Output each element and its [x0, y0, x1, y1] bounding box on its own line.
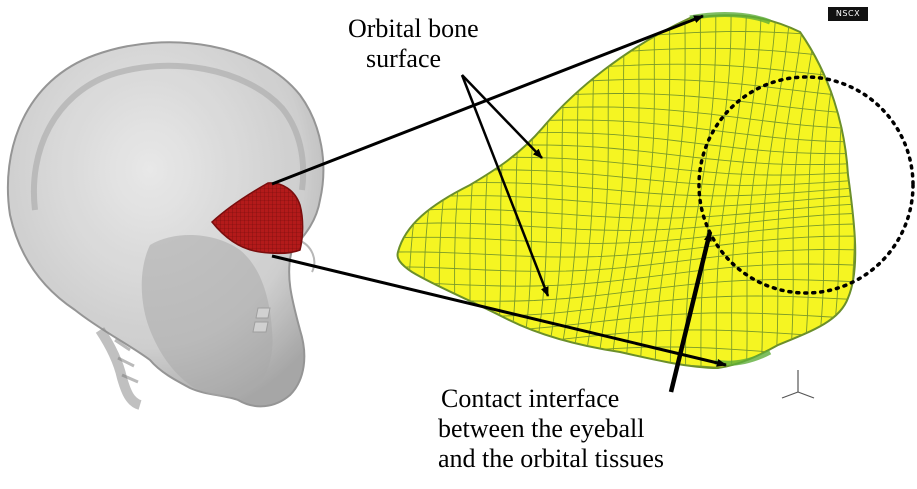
- orbital-bone-label: Orbital bone surface: [348, 14, 479, 74]
- skull-illustration: [8, 42, 323, 406]
- contact-interface-label: Contact interface between the eyeball an…: [438, 384, 664, 474]
- orbital-label-line-2: surface: [348, 44, 479, 74]
- contact-label-line-3: and the orbital tissues: [438, 444, 664, 474]
- axis-triad-icon: [782, 370, 814, 398]
- orbital-label-line-1: Orbital bone: [348, 14, 479, 44]
- orbital-arrow-upper: [462, 75, 542, 158]
- logo: NSCX: [828, 7, 868, 21]
- contact-label-line-1: Contact interface: [438, 384, 664, 414]
- contact-label-line-2: between the eyeball: [438, 414, 664, 444]
